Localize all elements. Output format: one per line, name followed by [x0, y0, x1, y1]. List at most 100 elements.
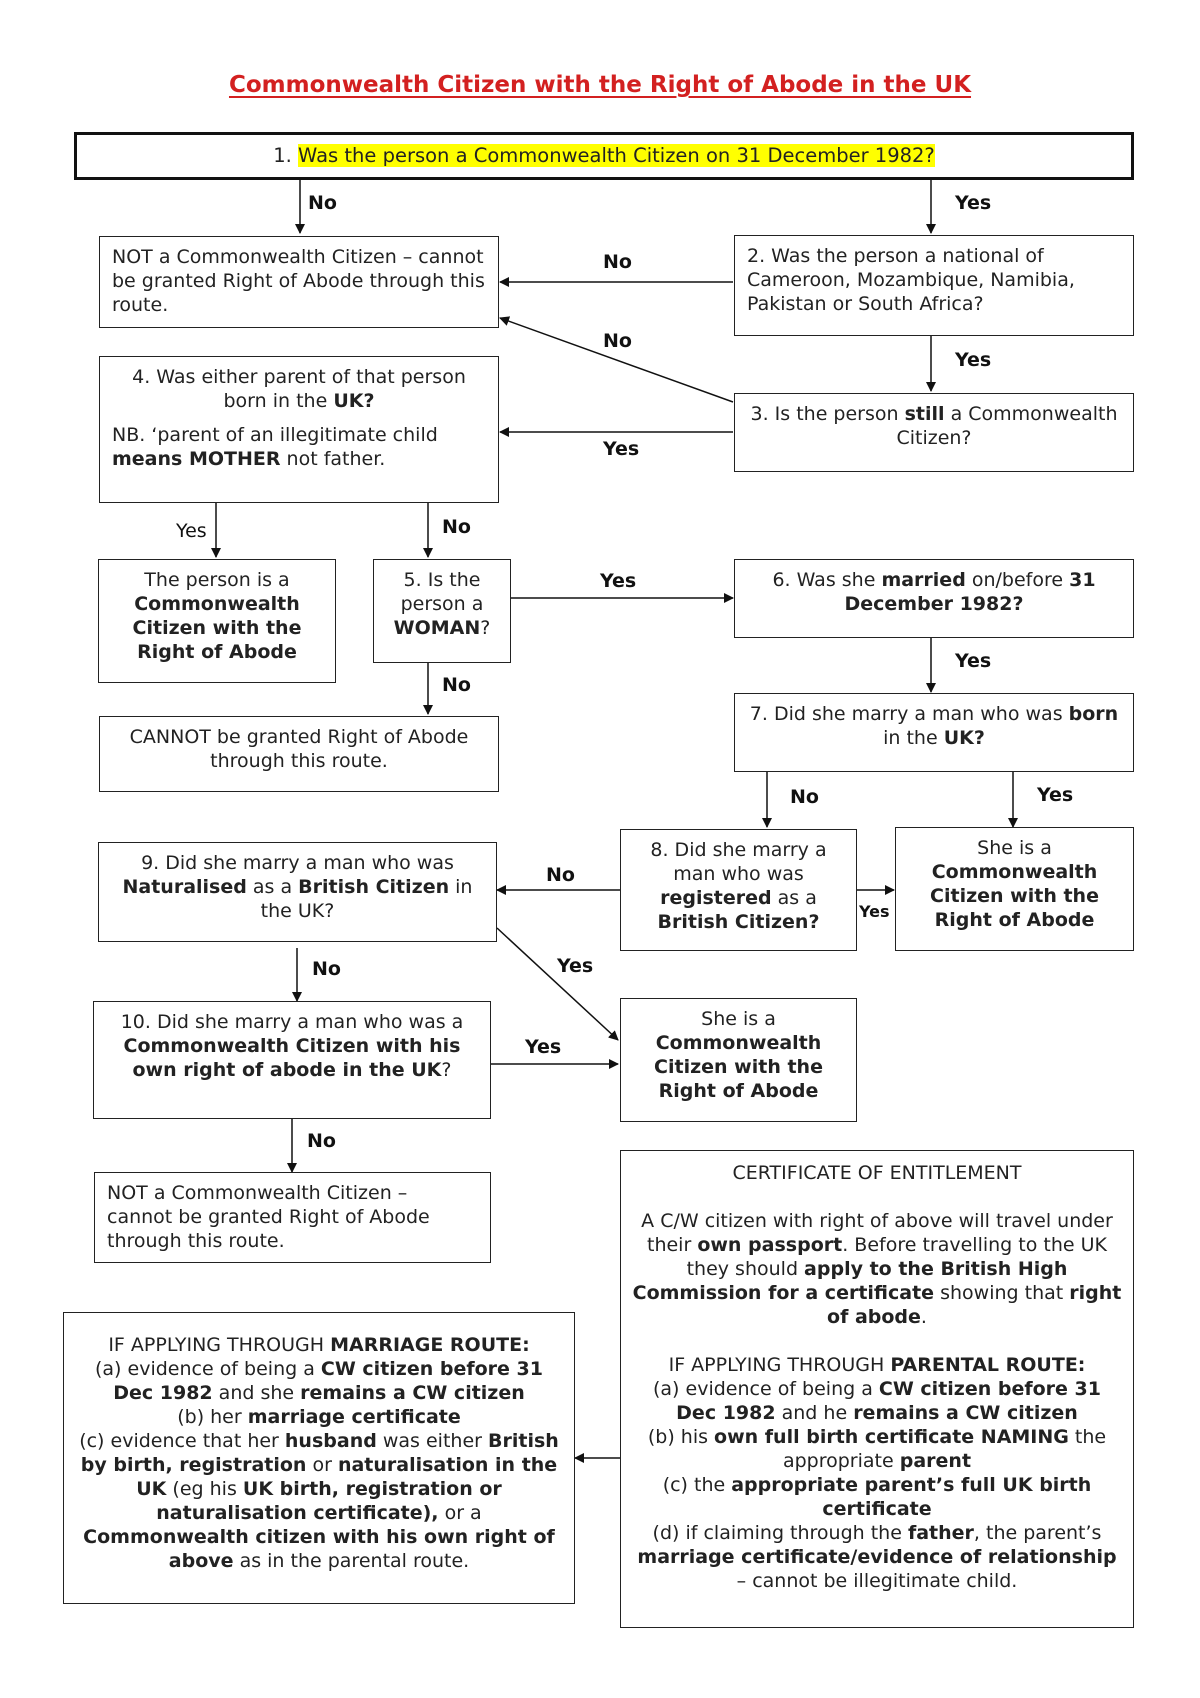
marriage-c-4: British by birth, registration [80, 1430, 559, 1476]
certificate-d-2: father [907, 1522, 974, 1544]
not-commonwealth-result-1: NOT a Commonwealth Citizen – cannot be g… [99, 236, 499, 328]
certificate-p1-b: own passport [697, 1234, 843, 1256]
question-3-text-a: 3. Is the person [750, 403, 905, 425]
certificate-p1-d: apply to the British High Commission for… [632, 1258, 1068, 1304]
question-1-box: 1. Was the person a Commonwealth Citizen… [74, 132, 1134, 180]
label-q5-no: No [442, 674, 471, 696]
question-7-text-c: in the [883, 727, 944, 749]
question-9-box: 9. Did she marry a man who was Naturalis… [98, 842, 497, 942]
cannot-be-granted-result: CANNOT be granted Right of Abode through… [99, 716, 499, 792]
label-q1-yes: Yes [955, 192, 992, 214]
certificate-d-1: (d) if claiming through the [652, 1522, 908, 1544]
certificate-p1-c: . Before travelling to the UK they shoul… [686, 1234, 1107, 1280]
marriage-c-11: as in the parental route. [233, 1550, 470, 1572]
question-8-text-c: as a [771, 887, 817, 909]
certificate-p1-f: right of abode [827, 1282, 1122, 1328]
question-6-box: 6. Was she married on/before 31 December… [734, 559, 1134, 638]
label-q9-no: No [312, 958, 341, 980]
question-7-text-b: born [1068, 703, 1119, 725]
label-q8-yes: Yes [859, 902, 890, 921]
question-4-nb-a: NB. ‘parent of an illegitimate child [112, 424, 438, 446]
certificate-d-4: marriage certificate/evidence of relatio… [637, 1546, 1117, 1568]
result-naturalised-husband-box: She is a Commonwealth Citizen with the R… [620, 998, 857, 1122]
result-parental-b: Commonwealth Citizen with the Right of A… [132, 593, 302, 663]
label-q2-no: No [603, 251, 632, 273]
certificate-p1-g: . [920, 1306, 927, 1328]
question-3-text-c: a Commonwealth Citizen? [896, 403, 1118, 449]
marriage-c-7: (eg his [166, 1478, 243, 1500]
certificate-a-4: remains a CW citizen [853, 1402, 1078, 1424]
certificate-p1-a: A C/W citizen with right of above will t… [641, 1210, 1113, 1256]
certificate-b-2: own full birth certificate NAMING [714, 1426, 1069, 1448]
result-parental-route-box: The person is a Commonwealth Citizen wit… [98, 559, 336, 683]
result-naturalised-a: She is a [701, 1008, 776, 1030]
marriage-c-2: husband [284, 1430, 377, 1452]
result-registered-a: She is a [977, 837, 1052, 859]
question-4-nb-b: means MOTHER [112, 448, 281, 470]
question-6-text-b: married [881, 569, 966, 591]
marriage-c-5: or [306, 1454, 338, 1476]
question-8-box: 8. Did she marry a man who was registere… [620, 829, 857, 951]
certificate-c-1: (c) the [662, 1474, 732, 1496]
question-4-text-b: UK? [333, 390, 375, 412]
label-q1-no: No [308, 192, 337, 214]
question-1-text: Was the person a Commonwealth Citizen on… [298, 144, 935, 167]
question-6-text-a: 6. Was she [772, 569, 882, 591]
label-q4-no: No [442, 516, 471, 538]
label-q3-no: No [603, 330, 632, 352]
marriage-c-10: Commonwealth citizen with his own right … [83, 1526, 555, 1572]
question-5-text-c: ? [480, 617, 491, 639]
label-q8-no: No [546, 864, 575, 886]
question-6-text-c: on/before [965, 569, 1070, 591]
question-8-text-a: 8. Did she marry a man who was [650, 839, 827, 885]
question-9-text-e: in the UK? [260, 876, 473, 922]
marriage-heading-a: IF APPLYING THROUGH [108, 1334, 331, 1356]
certificate-b-3: the appropriate [782, 1426, 1107, 1472]
certificate-d-5: – cannot be illegitimate child. [736, 1570, 1018, 1592]
label-q9-yes: Yes [557, 955, 594, 977]
certificate-parental-heading-b: PARENTAL ROUTE: [890, 1354, 1086, 1376]
certificate-parental-heading-a: IF APPLYING THROUGH [668, 1354, 891, 1376]
question-7-text-d: UK? [943, 727, 985, 749]
cannot-be-granted-text: CANNOT be granted Right of Abode through… [129, 726, 469, 772]
page-title: Commonwealth Citizen with the Right of A… [228, 72, 972, 98]
question-7-text-a: 7. Did she marry a man who was [749, 703, 1069, 725]
label-q10-no: No [307, 1130, 336, 1152]
label-q10-yes: Yes [525, 1036, 562, 1058]
result-naturalised-b: Commonwealth Citizen with the Right of A… [654, 1032, 823, 1102]
question-9-text-c: as a [246, 876, 299, 898]
certificate-a-2: CW citizen before 31 Dec 1982 [676, 1378, 1101, 1424]
label-q7-no: No [790, 786, 819, 808]
marriage-a-3: and she [212, 1382, 301, 1404]
label-q5-yes: Yes [600, 570, 637, 592]
marriage-c-6: naturalisation in the UK [136, 1454, 558, 1500]
marriage-c-9: or a [438, 1502, 482, 1524]
label-q2-yes: Yes [955, 349, 992, 371]
label-q3-yes: Yes [603, 438, 640, 460]
question-3-text-b: still [904, 403, 945, 425]
question-5-text-b: WOMAN [393, 617, 481, 639]
certificate-c-2: appropriate parent’s full UK birth certi… [731, 1474, 1092, 1520]
marriage-a-4: remains a CW citizen [300, 1382, 525, 1404]
question-3-box: 3. Is the person still a Commonwealth Ci… [734, 393, 1134, 472]
arrow-q3-no [499, 316, 734, 403]
marriage-a-1: (a) evidence of being a [95, 1358, 321, 1380]
marriage-c-8: UK birth, registration or naturalisation… [156, 1478, 502, 1524]
question-2-box: 2. Was the person a national of Cameroon… [734, 235, 1134, 336]
question-4-text-a: 4. Was either parent of that person born… [132, 366, 466, 412]
question-4-nb-c: not father. [280, 448, 386, 470]
question-9-text-a: 9. Did she marry a man who was [141, 852, 454, 874]
marriage-a-2: CW citizen before 31 Dec 1982 [113, 1358, 543, 1404]
marriage-route-evidence-box: IF APPLYING THROUGH MARRIAGE ROUTE: (a) … [63, 1312, 575, 1604]
not-commonwealth-text-3: NOT a Commonwealth Citizen – cannot be g… [107, 1182, 430, 1252]
label-q4-yes: Yes [176, 520, 207, 542]
label-q7-yes: Yes [1037, 784, 1074, 806]
question-9-text-b: Naturalised [122, 876, 247, 898]
certificate-title: CERTIFICATE OF ENTITLEMENT [732, 1162, 1022, 1184]
certificate-a-1: (a) evidence of being a [653, 1378, 879, 1400]
question-8-text-b: registered [660, 887, 772, 909]
question-9-text-d: British Citizen [298, 876, 450, 898]
certificate-of-entitlement-box: CERTIFICATE OF ENTITLEMENT A C/W citizen… [620, 1150, 1134, 1628]
question-10-text-b: Commonwealth Citizen with his own right … [123, 1035, 461, 1081]
